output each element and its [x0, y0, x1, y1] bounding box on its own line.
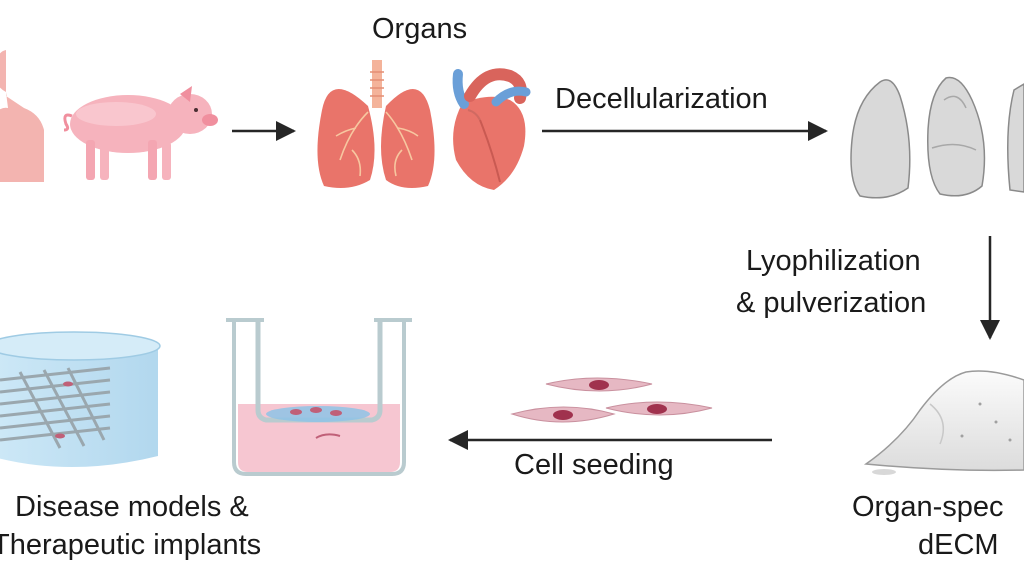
lyophilization-label-line2: & pulverization	[736, 287, 927, 319]
decm-label-line1: Organ-spec	[852, 491, 1004, 523]
cell-3	[605, 401, 713, 416]
heart-icon	[452, 68, 531, 190]
scaffold-construct-icon	[0, 331, 161, 467]
decm-powder-pile-icon	[863, 370, 1024, 475]
decellularized-lungs-icon	[850, 76, 1024, 199]
outcome-label-line1: Disease models &	[15, 491, 249, 523]
decellularization-label: Decellularization	[555, 83, 768, 115]
human-silhouette-icon	[0, 50, 44, 182]
cell-2	[510, 406, 616, 423]
lungs-icon	[317, 60, 435, 188]
seeded-cells-icon	[510, 377, 713, 423]
decm-label-line2: dECM	[918, 529, 999, 561]
organs-label: Organs	[372, 13, 468, 45]
transwell-insert-icon	[226, 318, 412, 476]
cell-1	[545, 377, 653, 392]
cell-seeding-label: Cell seeding	[514, 449, 674, 481]
lyophilization-label-line1: Lyophilization	[746, 245, 921, 277]
pig-icon	[63, 86, 218, 180]
outcome-label-line2: Therapeutic implants	[0, 529, 262, 561]
